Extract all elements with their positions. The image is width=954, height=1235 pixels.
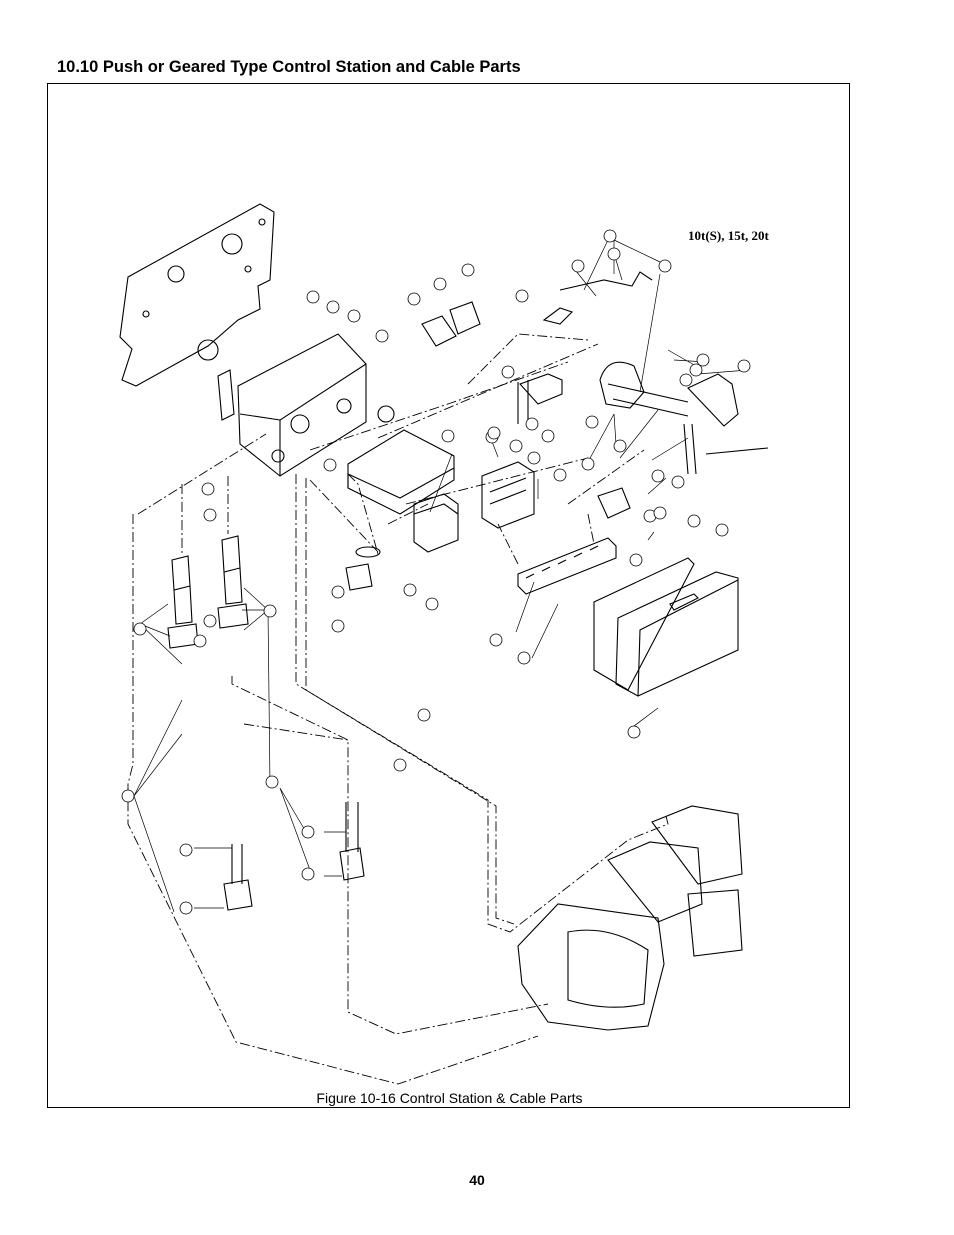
- suspension-arm: [607, 383, 689, 417]
- figure-frame: 10t(S), 15t, 20t Figure 10-16 Control St…: [47, 83, 850, 1108]
- pendant-cable-gland: [171, 555, 191, 591]
- gasket: [593, 557, 695, 691]
- figure-caption: Figure 10-16 Control Station & Cable Par…: [316, 1090, 583, 1106]
- page-number: 40: [469, 1172, 485, 1188]
- motor-body: [517, 903, 665, 1031]
- parts-diagram: 10t(S), 15t, 20t: [119, 203, 770, 1085]
- mounting-bracket: [347, 429, 455, 515]
- gasket-ring: [377, 405, 395, 423]
- control-box-body: [237, 333, 367, 477]
- cover-plate: [119, 203, 275, 387]
- contactor: [413, 493, 459, 553]
- terminal-block: [517, 537, 617, 595]
- capacity-label: 10t(S), 15t, 20t: [688, 228, 770, 243]
- rear-cover: [615, 571, 739, 697]
- section-heading: 10.10 Push or Geared Type Control Statio…: [57, 58, 521, 76]
